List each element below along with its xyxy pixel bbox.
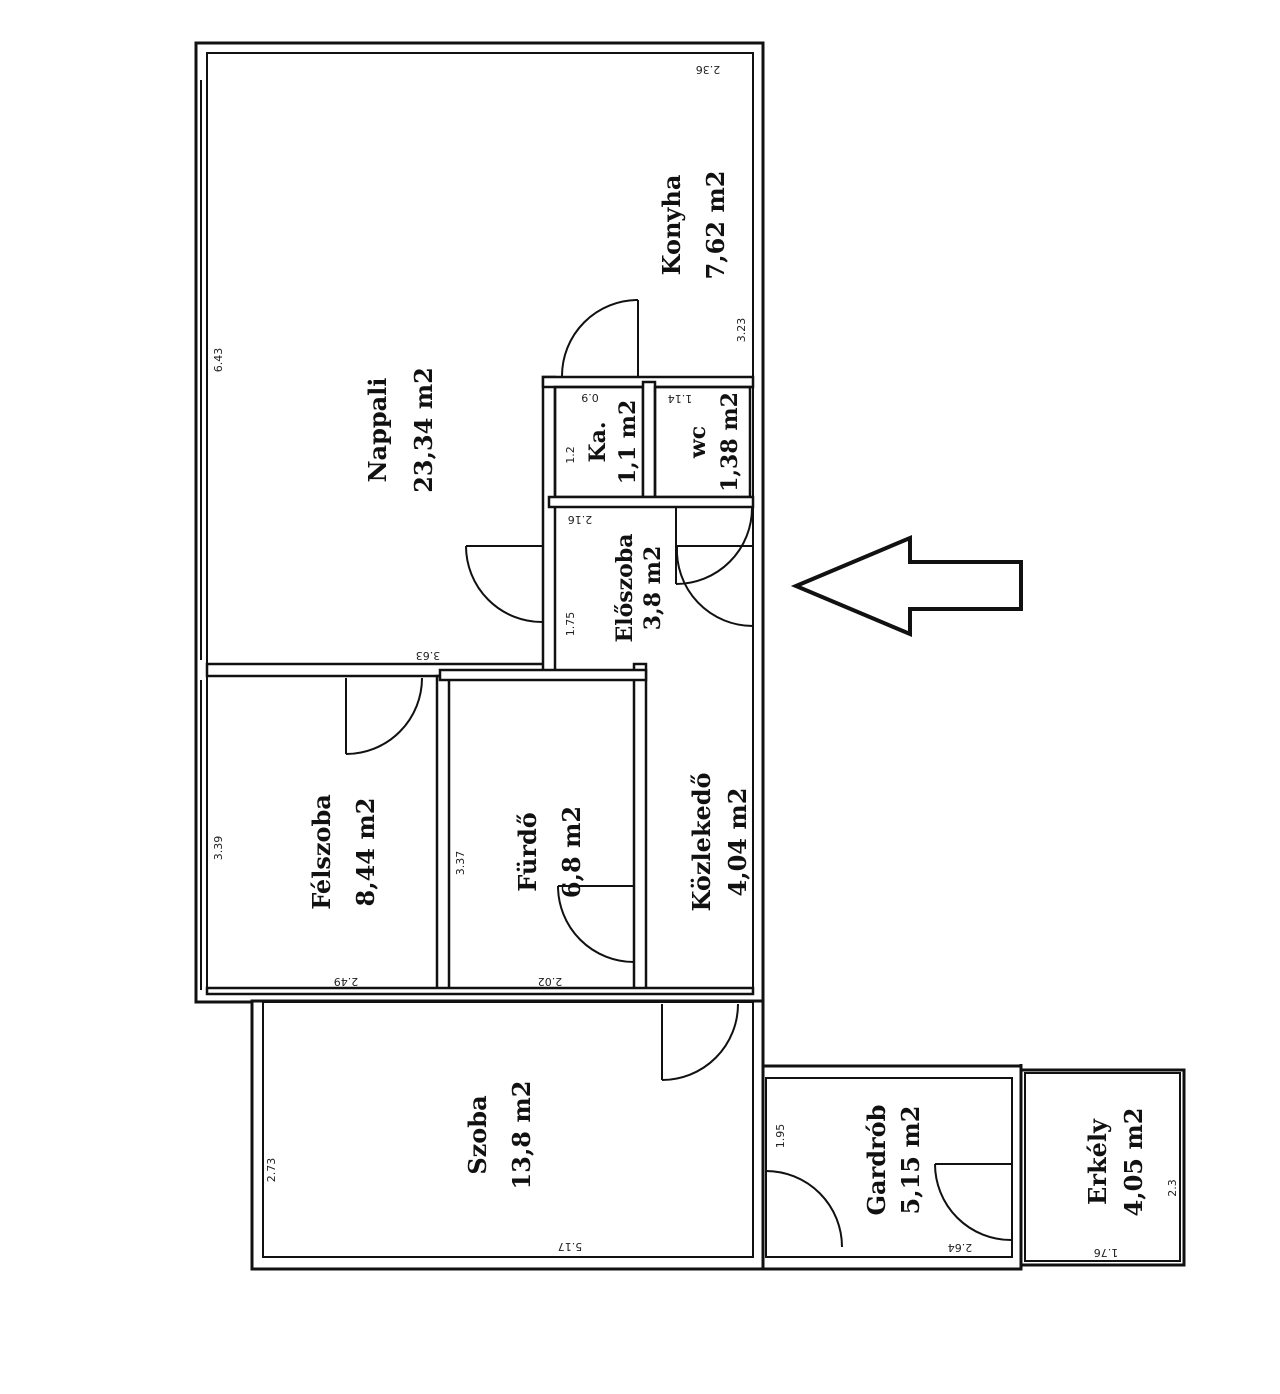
dim-gardrob-side: 1.95 bbox=[774, 1124, 787, 1149]
door-erkely bbox=[934, 1163, 1012, 1241]
door-szoba bbox=[661, 1003, 739, 1081]
dim-nappali-top: 2.36 bbox=[696, 63, 721, 76]
konyha-name: Konyha bbox=[657, 175, 686, 276]
konyha-area: 7,62 m2 bbox=[701, 171, 730, 280]
dim-nappali-bottom: 3.63 bbox=[416, 649, 441, 662]
erkely-inner bbox=[1024, 1072, 1181, 1262]
kamra-name: Ka. bbox=[585, 421, 611, 462]
gardrob-frame bbox=[761, 1064, 1023, 1271]
kozlekedo-area: 4,04 m2 bbox=[723, 788, 752, 897]
dimension-labels: 2.36 6.43 3.23 3.63 0.9 1.2 1.14 2.16 1.… bbox=[212, 63, 1179, 1259]
nappali-name: Nappali bbox=[363, 378, 392, 483]
dim-gardrob-bottom: 2.64 bbox=[948, 1241, 973, 1254]
dim-wc-top: 1.14 bbox=[668, 392, 693, 405]
dim-eloszoba-side: 1.75 bbox=[564, 612, 577, 637]
wc-name: wc bbox=[685, 426, 711, 459]
erkely-name: Erkély bbox=[1083, 1118, 1112, 1205]
erkely-area: 4,05 m2 bbox=[1119, 1108, 1148, 1217]
nappali-area: 23,34 m2 bbox=[409, 367, 438, 493]
partitions bbox=[205, 375, 755, 996]
gardrob-inner bbox=[765, 1077, 1013, 1258]
room-labels: Nappali 23,34 m2 Konyha 7,62 m2 Ka. 1,1 … bbox=[307, 171, 1148, 1217]
dim-felszoba-side: 3.39 bbox=[212, 836, 225, 861]
door-entrance bbox=[675, 545, 754, 628]
szoba-inner bbox=[262, 1001, 754, 1258]
gardrob-area: 5,15 m2 bbox=[896, 1106, 925, 1215]
dim-kamra-top: 0.9 bbox=[581, 391, 599, 404]
dim-erkely-side: 2.3 bbox=[1166, 1179, 1179, 1197]
dim-kamra-side: 1.2 bbox=[564, 446, 577, 464]
szoba-area: 13,8 m2 bbox=[507, 1081, 536, 1190]
dim-szoba-bottom: 5.17 bbox=[558, 1240, 583, 1253]
dim-konyha-right: 3.23 bbox=[735, 318, 748, 343]
dim-furdo-side: 3.37 bbox=[454, 851, 467, 876]
eloszoba-name: Előszoba bbox=[612, 534, 638, 643]
door-nappali bbox=[465, 545, 543, 623]
furdo-name: Fürdő bbox=[513, 812, 542, 892]
wc-area: 1,38 m2 bbox=[717, 392, 743, 492]
walls bbox=[194, 41, 1186, 1271]
gardrob-name: Gardrób bbox=[862, 1105, 891, 1216]
door-felszoba bbox=[345, 677, 423, 755]
entrance-arrow bbox=[790, 534, 1023, 638]
doors bbox=[345, 299, 1012, 1248]
felszoba-name: Félszoba bbox=[307, 794, 336, 910]
dim-eloszoba-top: 2.16 bbox=[568, 513, 593, 526]
kozlekedo-name: Közlekedő bbox=[687, 772, 716, 911]
dim-szoba-side: 2.73 bbox=[265, 1158, 278, 1183]
szoba-name: Szoba bbox=[463, 1095, 492, 1174]
door-gardrob bbox=[765, 1170, 843, 1248]
erkely-frame bbox=[1019, 1068, 1186, 1267]
furdo-area: 6,8 m2 bbox=[557, 806, 586, 898]
door-furdo bbox=[557, 885, 635, 963]
dim-felszoba-bottom: 2.49 bbox=[334, 975, 359, 988]
door-konyha bbox=[561, 299, 639, 377]
felszoba-area: 8,44 m2 bbox=[351, 798, 380, 907]
dim-erkely-bottom: 1.76 bbox=[1094, 1246, 1119, 1259]
eloszoba-area: 3,8 m2 bbox=[640, 546, 666, 631]
dim-nappali-left: 6.43 bbox=[212, 348, 225, 373]
kamra-area: 1,1 m2 bbox=[615, 400, 641, 485]
dim-furdo-bottom: 2.02 bbox=[538, 975, 563, 988]
